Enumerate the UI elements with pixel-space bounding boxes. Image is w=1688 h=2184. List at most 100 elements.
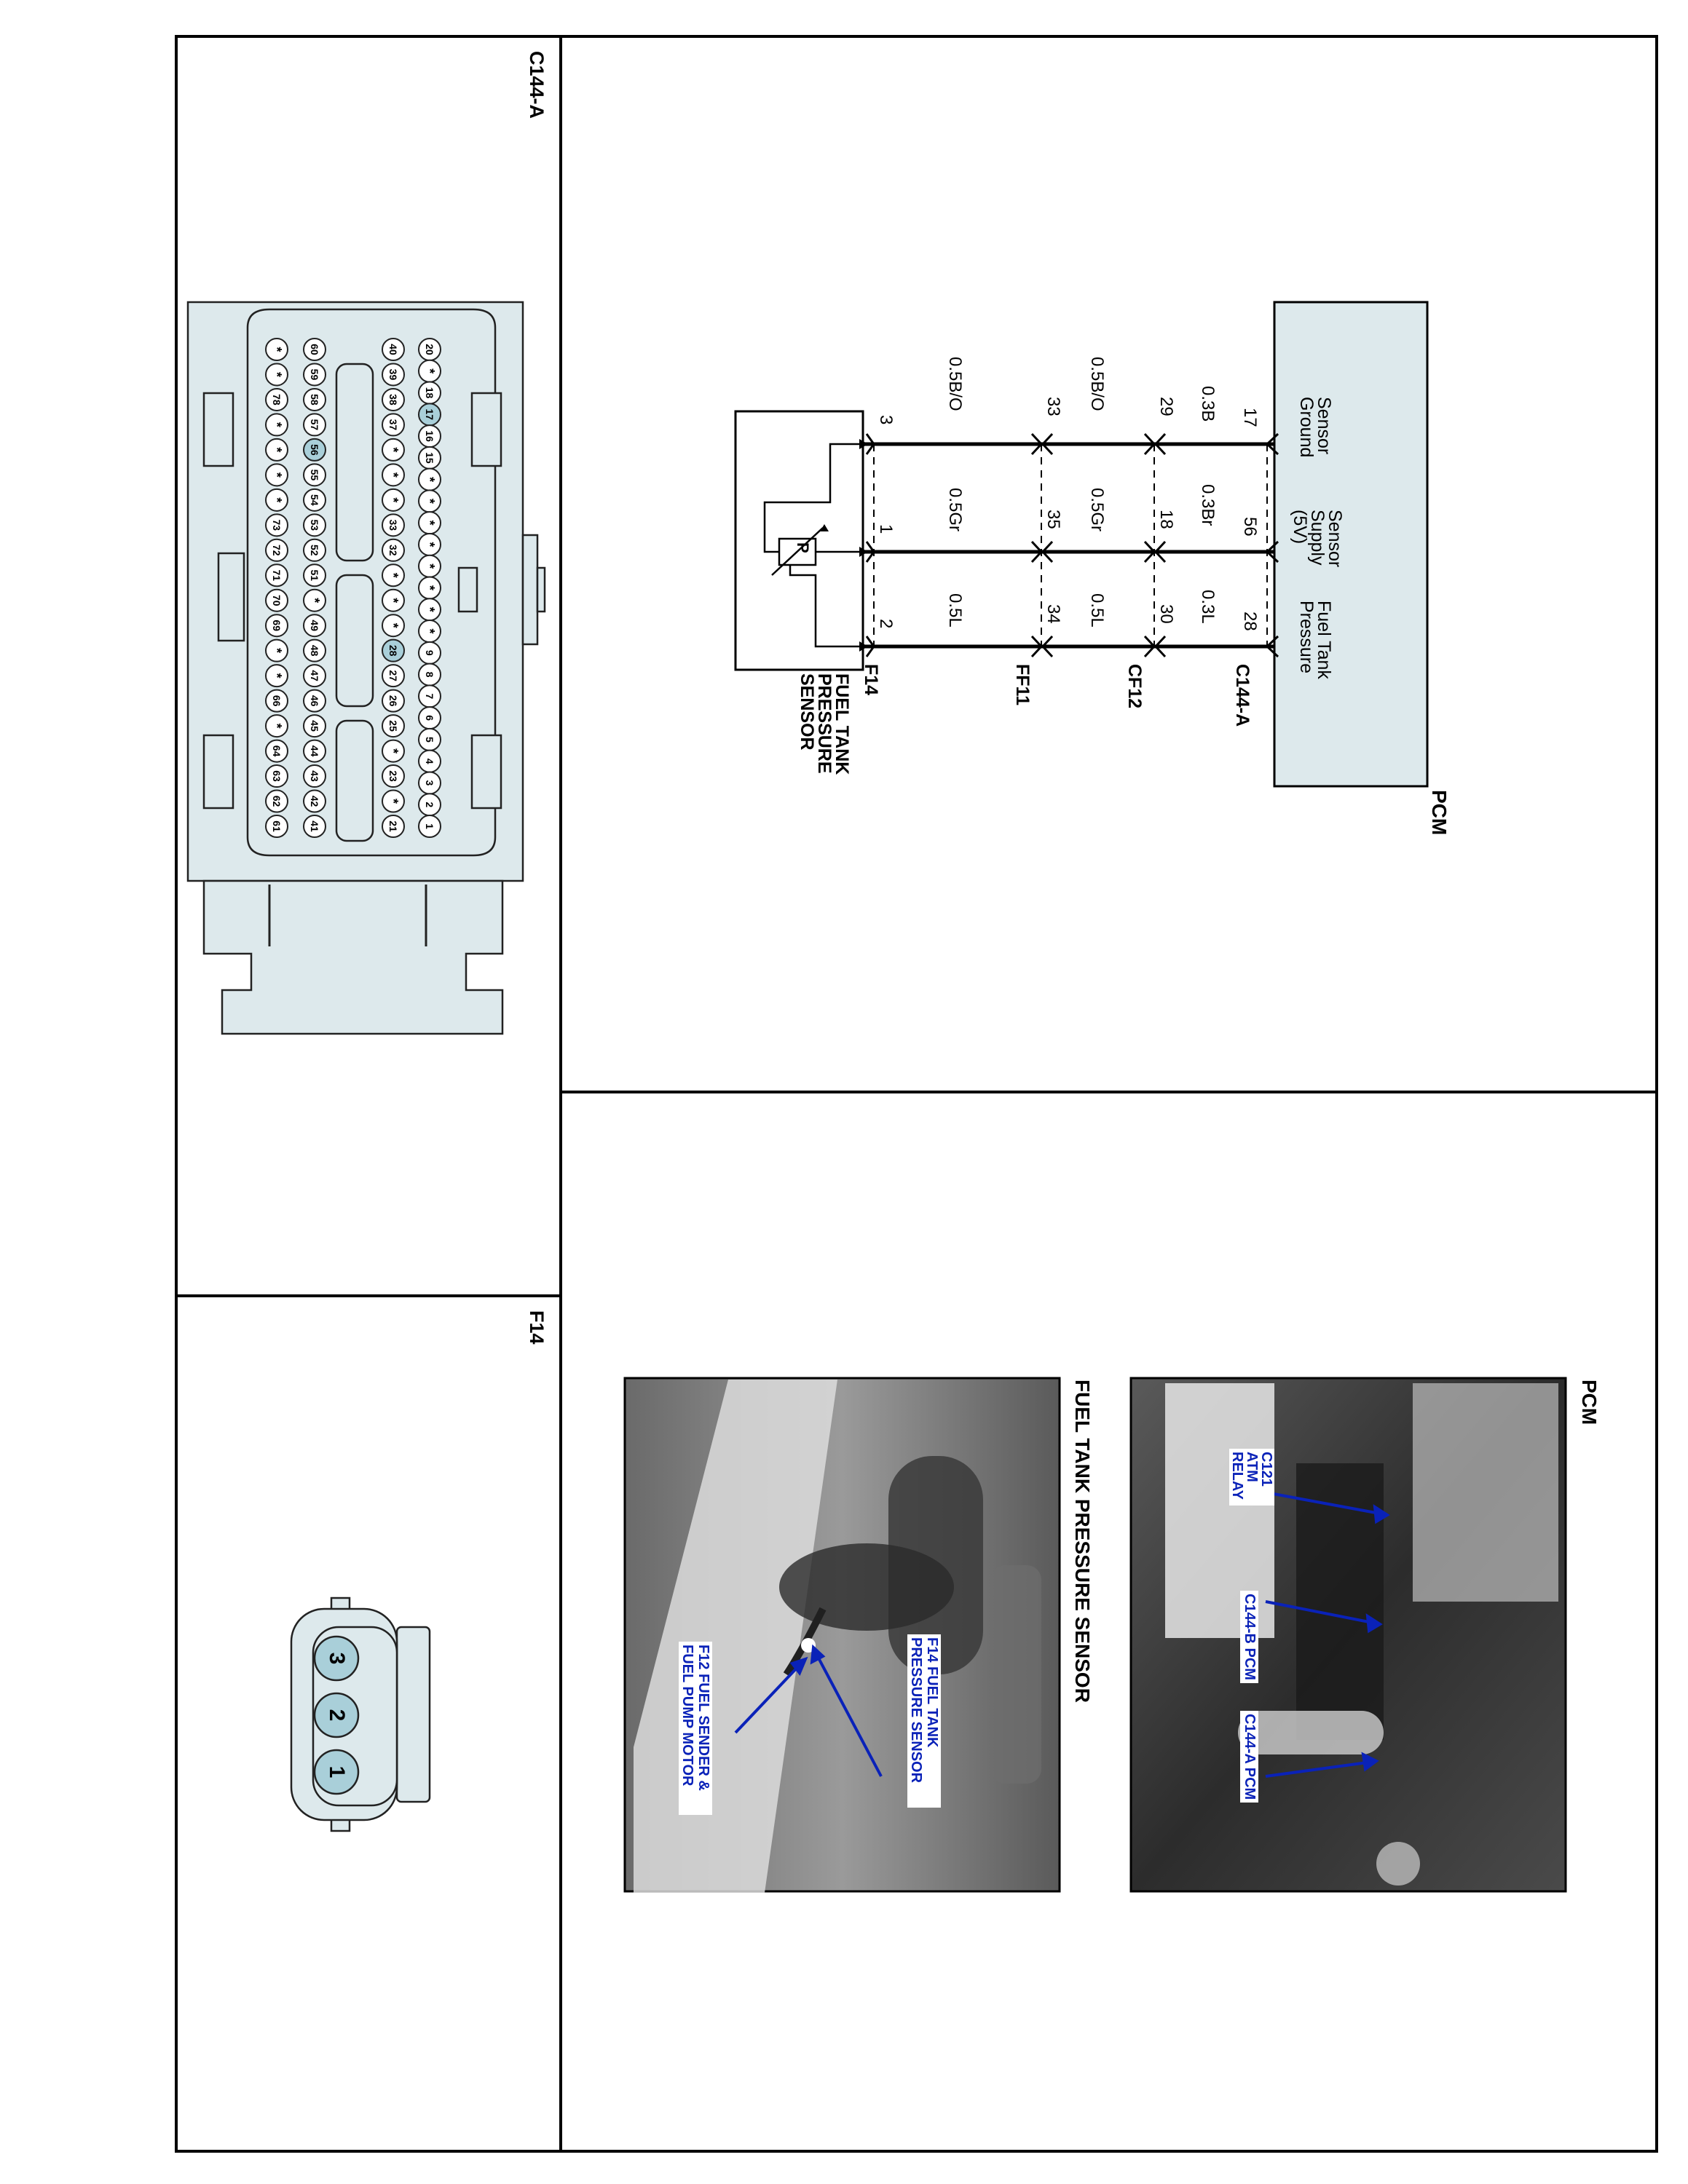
c144a-pin-label: 60 bbox=[309, 344, 320, 355]
c144a-pin bbox=[382, 363, 405, 387]
c144a-pin bbox=[303, 664, 326, 688]
c144a-pin-label: 32 bbox=[387, 545, 399, 556]
c144a-pin-label: * bbox=[422, 563, 437, 569]
c144a-pin-label: 40 bbox=[387, 344, 399, 355]
c144a-pin-label: * bbox=[386, 799, 401, 804]
c144a-pin bbox=[265, 513, 288, 537]
c144a-pin bbox=[265, 488, 288, 512]
c144a-pin-label: * bbox=[269, 673, 284, 678]
c144a-pin bbox=[382, 338, 405, 361]
c144a-pin bbox=[303, 488, 326, 512]
c144a-pin bbox=[265, 739, 288, 763]
c144a-pin-label: * bbox=[386, 598, 401, 603]
c144a-pin bbox=[265, 538, 288, 562]
c144a-pin bbox=[303, 338, 326, 361]
c144a-pin bbox=[382, 815, 405, 838]
c144a-pin bbox=[265, 614, 288, 638]
c144a-pin bbox=[382, 463, 405, 487]
c144a-pin bbox=[265, 387, 288, 411]
c144a-pin-label: 27 bbox=[387, 670, 399, 681]
c144a-pin bbox=[303, 714, 326, 738]
c144a-pin-label: * bbox=[269, 422, 284, 427]
c144a-pin bbox=[303, 614, 326, 638]
c144a-pin-label: * bbox=[386, 497, 401, 502]
c144a-pin-label: 53 bbox=[309, 520, 320, 531]
c144a-pin-label: 56 bbox=[309, 444, 320, 456]
c144a-pin-label: 5 bbox=[424, 737, 435, 743]
c144a-pin-label: 17 bbox=[424, 409, 435, 421]
c144a-pin bbox=[382, 538, 405, 562]
c144a-pin-label: 62 bbox=[271, 796, 283, 807]
c144a-pin-label: * bbox=[386, 748, 401, 753]
c144a-pin bbox=[303, 513, 326, 537]
c144a-pin-label: 46 bbox=[309, 695, 320, 707]
c144a-pin-label: 8 bbox=[424, 672, 435, 678]
c144a-pin bbox=[382, 739, 405, 763]
c144a-pin bbox=[265, 463, 288, 487]
c144a-pin-label: 54 bbox=[309, 494, 320, 506]
c144a-pin-label: 69 bbox=[271, 620, 283, 631]
c144a-pin-label: * bbox=[422, 499, 437, 504]
photo-label-f14-fuel-tank-pressure-sensor: F14 FUEL TANK PRESSURE SENSOR bbox=[907, 1634, 941, 1808]
c144a-pin-label: * bbox=[269, 347, 284, 352]
c144a-pin-label: 3 bbox=[424, 780, 435, 786]
c144a-pin-label: * bbox=[386, 447, 401, 452]
c144a-pin-label: 21 bbox=[387, 820, 399, 832]
c144a-pin-label: 66 bbox=[271, 695, 283, 707]
c144a-pin-label: * bbox=[422, 368, 437, 373]
c144a-pin bbox=[382, 714, 405, 738]
c144a-pin-label: 41 bbox=[309, 820, 320, 832]
c144a-pin-label: 42 bbox=[309, 796, 320, 807]
c144a-pin-label: * bbox=[386, 472, 401, 478]
c144a-pin-label: 73 bbox=[271, 520, 283, 531]
c144a-pin-label: 47 bbox=[309, 670, 320, 681]
c144a-pin-label: 28 bbox=[387, 645, 399, 657]
c144a-pin bbox=[265, 638, 288, 662]
c144a-pin bbox=[303, 588, 326, 612]
c144a-pin bbox=[382, 789, 405, 813]
c144a-pin bbox=[265, 764, 288, 788]
c144a-pin-label: 18 bbox=[424, 387, 435, 399]
c144a-pin bbox=[303, 689, 326, 713]
c144a-pin bbox=[303, 438, 326, 462]
c144a-pin-label: 9 bbox=[424, 650, 435, 656]
c144a-pin bbox=[303, 789, 326, 813]
c144a-pin-label: 4 bbox=[424, 759, 435, 764]
c144a-pin-label: * bbox=[422, 477, 437, 482]
c144a-pin bbox=[265, 664, 288, 688]
c144a-pin-label: * bbox=[422, 542, 437, 547]
c144a-pin bbox=[265, 714, 288, 738]
c144a-pin bbox=[265, 789, 288, 813]
c144a-pin-label: 64 bbox=[271, 745, 283, 757]
c144a-pin bbox=[418, 815, 441, 838]
c144a-pin-label: * bbox=[269, 648, 284, 653]
c144a-pin bbox=[382, 563, 405, 587]
c144a-pin bbox=[303, 638, 326, 662]
c144a-pin bbox=[382, 588, 405, 612]
c144a-pin bbox=[265, 413, 288, 437]
c144a-pin bbox=[265, 363, 288, 387]
c144a-pin-label: 7 bbox=[424, 693, 435, 699]
c144a-pin-label: 25 bbox=[387, 720, 399, 732]
c144a-pin-label: 72 bbox=[271, 545, 283, 556]
c144a-pin-label: * bbox=[269, 724, 284, 729]
c144a-pin-label: 6 bbox=[424, 715, 435, 721]
c144a-pin bbox=[265, 338, 288, 361]
c144a-pin bbox=[303, 739, 326, 763]
c144a-pin-label: 51 bbox=[309, 569, 320, 581]
c144a-pin bbox=[382, 764, 405, 788]
c144a-pin bbox=[265, 563, 288, 587]
c144a-pin bbox=[303, 363, 326, 387]
c144a-pin-label: * bbox=[269, 497, 284, 502]
c144a-pin-label: 1 bbox=[424, 823, 435, 829]
c144a-pin bbox=[265, 588, 288, 612]
c144a-pin bbox=[382, 387, 405, 411]
c144a-pin bbox=[382, 638, 405, 662]
pcm-box bbox=[1273, 301, 1429, 788]
c144a-pin-label: 49 bbox=[309, 620, 320, 631]
c144a-pin bbox=[303, 413, 326, 437]
c144a-pin-label: 38 bbox=[387, 394, 399, 405]
